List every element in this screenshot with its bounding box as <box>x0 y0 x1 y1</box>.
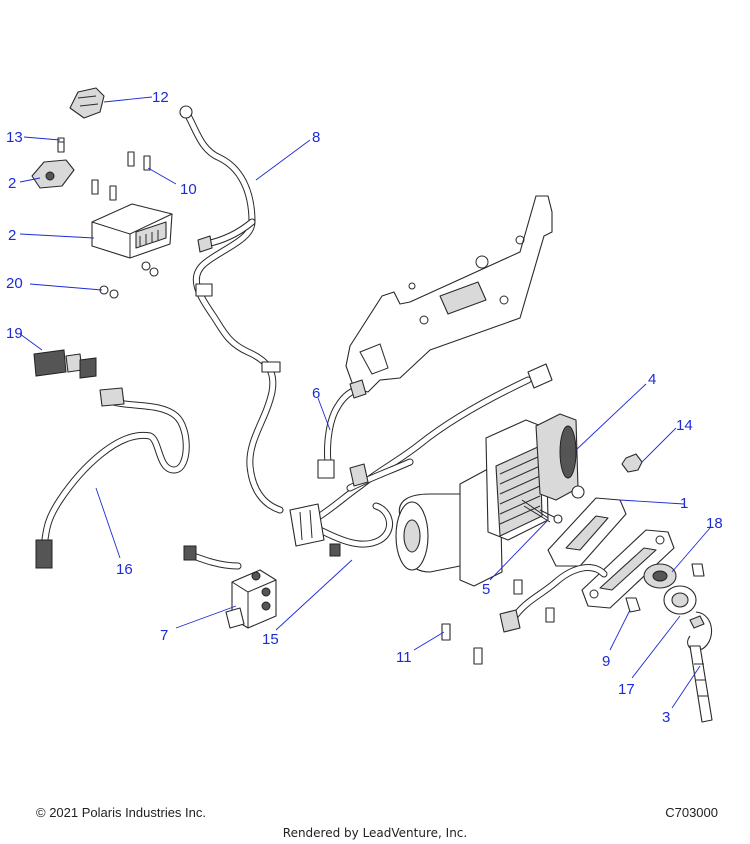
callout-19: 19 <box>6 325 23 342</box>
callout-4: 4 <box>648 371 656 388</box>
part-1-fairlead <box>547 497 675 609</box>
callout-17: 17 <box>618 681 635 698</box>
copyright-notice: © 2021 Polaris Industries Inc. <box>36 805 206 820</box>
part-11-bolts <box>441 623 483 665</box>
part-9-bolts <box>513 563 705 623</box>
diagram-code: C703000 <box>665 805 718 820</box>
winch-mounting-plate <box>345 195 553 393</box>
part-7-contactor <box>183 545 277 629</box>
leader-lines <box>19 96 711 709</box>
callout-5: 5 <box>482 581 490 598</box>
callout-3: 3 <box>662 709 670 726</box>
callout-11: 11 <box>396 649 412 666</box>
part-3-hook-strap <box>687 611 713 723</box>
part-12-clip <box>69 87 105 119</box>
callout-10: 10 <box>180 181 197 198</box>
callout-15: 15 <box>262 631 279 648</box>
part-15-winch-harness <box>289 363 553 557</box>
part-2-module-cover <box>31 159 75 189</box>
battery-cable <box>499 564 608 633</box>
callout-9: 9 <box>602 653 610 670</box>
callout-2-cover: 2 <box>8 175 16 192</box>
part-10-bolts <box>91 151 151 201</box>
part-14-nut <box>621 453 643 473</box>
part-20-nuts <box>99 261 159 299</box>
callout-2-module: 2 <box>8 227 16 244</box>
callout-20: 20 <box>6 275 23 292</box>
part-19-connector <box>33 349 97 379</box>
callout-7: 7 <box>160 627 168 644</box>
callout-12: 12 <box>152 89 169 106</box>
callout-16: 16 <box>116 561 133 578</box>
part-17-sheave <box>663 585 697 615</box>
part-18-stopper <box>643 563 677 589</box>
part-6-cable <box>317 379 367 479</box>
callout-18: 18 <box>706 515 723 532</box>
callout-8: 8 <box>312 129 320 146</box>
callout-13: 13 <box>6 129 23 146</box>
part-13-screw <box>57 137 65 153</box>
callout-14: 14 <box>676 417 693 434</box>
part-8-wire-harness <box>179 105 284 514</box>
part-5-cable <box>539 509 563 524</box>
part-4-winch-assembly <box>395 413 585 587</box>
part-16-sub-harness <box>35 387 190 569</box>
rendered-by-credit: Rendered by LeadVenture, Inc. <box>282 826 468 840</box>
callout-6: 6 <box>312 385 320 402</box>
part-2-control-module <box>91 203 173 259</box>
callout-labels: 12 13 2 10 8 2 20 19 6 4 14 1 18 16 5 7 … <box>6 89 723 726</box>
callout-1: 1 <box>680 495 688 512</box>
